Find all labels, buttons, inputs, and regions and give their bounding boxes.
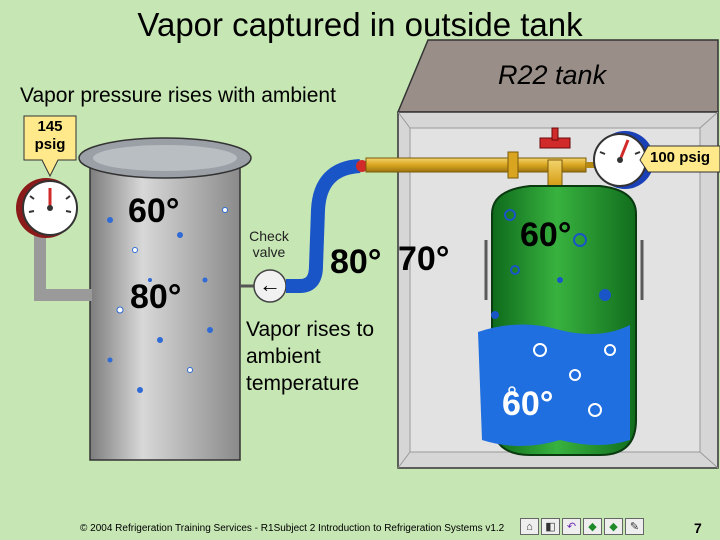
quiz-icon[interactable]: ✎: [625, 518, 644, 535]
copyright-footer: © 2004 Refrigeration Training Services -…: [80, 523, 505, 534]
source-cylinder: [78, 137, 252, 461]
previous-icon[interactable]: ◆: [583, 518, 602, 535]
check-valve-arrow: ←: [259, 272, 281, 297]
line-temperature-1: 80°: [330, 243, 382, 281]
tank-label: R22 tank: [498, 60, 607, 90]
check-valve-label: Check valve: [249, 228, 289, 260]
transfer-hose: [286, 159, 361, 293]
left-top-temperature: 60°: [128, 192, 180, 230]
left-gauge-reading: 145 psig: [34, 118, 66, 153]
right-gauge-reading: 100 psig: [650, 149, 711, 166]
tank-liquid-temperature: 60°: [502, 385, 554, 423]
back-icon[interactable]: ◧: [541, 518, 560, 535]
vapor-rises-text: Vapor rises to ambient temperature: [246, 318, 374, 395]
subtitle: Vapor pressure rises with ambient: [20, 84, 336, 107]
line-temperature-2: 70°: [398, 240, 450, 278]
return-icon[interactable]: ↶: [562, 518, 581, 535]
r22-tank: [478, 185, 644, 456]
tank-vapor-temperature: 60°: [520, 216, 572, 254]
check-valve: [240, 269, 287, 303]
right-pressure-gauge: [593, 131, 654, 189]
left-bottom-temperature: 80°: [130, 278, 182, 316]
left-gauge-callout: [23, 115, 77, 178]
page-number: 7: [694, 520, 702, 536]
next-icon[interactable]: ◆: [604, 518, 623, 535]
right-gauge-callout: [639, 145, 720, 173]
left-pressure-gauge: [16, 178, 78, 238]
home-icon[interactable]: ⌂: [520, 518, 539, 535]
page-title: Vapor captured in outside tank: [137, 6, 583, 43]
